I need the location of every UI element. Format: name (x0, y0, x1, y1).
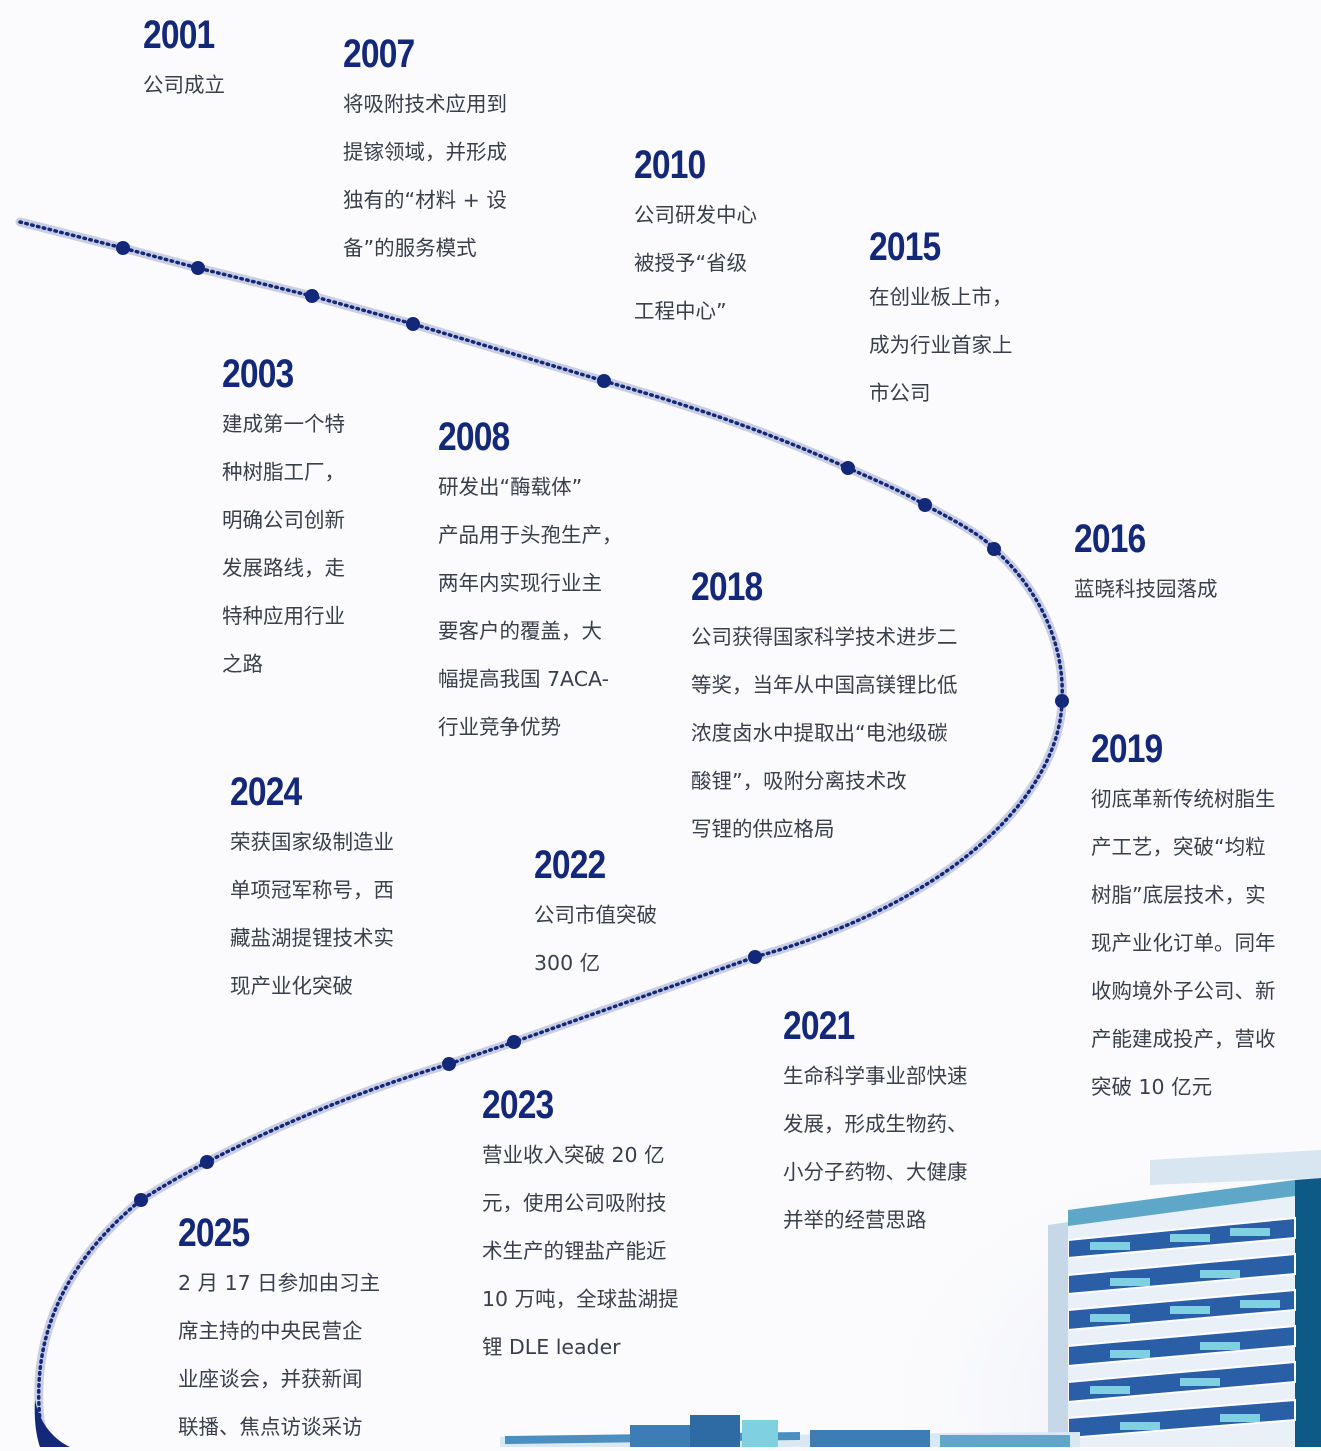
event-description: 彻底革新传统树脂生 产工艺，突破“均粒 树脂”底层技术，实 现产业化订单。同年 … (1091, 787, 1276, 1099)
event-description: 荣获国家级制造业 单项冠军称号，西 藏盐湖提锂技术实 现产业化突破 (230, 830, 394, 998)
event-2023: 2023 营业收入突破 20 亿 元，使用公司吸附技 术生产的锂盐产能近 10 … (482, 1083, 679, 1371)
event-year: 2018 (691, 565, 763, 609)
event-description: 建成第一个特 种树脂工厂， 明确公司创新 发展路线，走 特种应用行业 之路 (222, 412, 345, 676)
event-description: 公司成立 (143, 73, 225, 97)
event-description: 公司市值突破 300 亿 (534, 903, 657, 975)
event-description: 研发出“酶载体” 产品用于头孢生产， 两年内实现行业主 要客户的覆盖，大 幅提高… (438, 475, 623, 739)
event-2018: 2018 公司获得国家科学技术进步二 等奖，当年从中国高镁锂比低 浓度卤水中提取… (691, 565, 958, 853)
event-2024: 2024 荣获国家级制造业 单项冠军称号，西 藏盐湖提锂技术实 现产业化突破 (230, 770, 394, 1010)
event-year: 2001 (143, 13, 215, 57)
event-year: 2022 (534, 843, 606, 887)
event-year: 2021 (783, 1004, 855, 1048)
event-year: 2010 (634, 143, 706, 187)
event-2008: 2008 研发出“酶载体” 产品用于头孢生产， 两年内实现行业主 要客户的覆盖，… (438, 415, 623, 751)
event-description: 在创业板上市， 成为行业首家上 市公司 (869, 285, 1013, 405)
event-2001: 2001 公司成立 (143, 13, 228, 109)
event-year: 2003 (222, 352, 294, 396)
event-description: 蓝晓科技园落成 (1074, 577, 1218, 601)
event-description: 2 月 17 日参加由习主 席主持的中央民营企 业座谈会，并获新闻 联播、焦点访… (178, 1271, 381, 1439)
event-2022: 2022 公司市值突破 300 亿 (534, 843, 657, 987)
event-year: 2023 (482, 1083, 554, 1127)
event-description: 将吸附技术应用到 提镓领域，并形成 独有的“材料 + 设 备”的服务模式 (343, 92, 507, 260)
event-year: 2019 (1091, 727, 1163, 771)
event-year: 2025 (178, 1211, 250, 1255)
event-2019: 2019 彻底革新传统树脂生 产工艺，突破“均粒 树脂”底层技术，实 现产业化订… (1091, 727, 1276, 1111)
event-description: 营业收入突破 20 亿 元，使用公司吸附技 术生产的锂盐产能近 10 万吨，全球… (482, 1143, 679, 1359)
event-year: 2016 (1074, 517, 1146, 561)
event-2021: 2021 生命科学事业部快速 发展，形成生物药、 小分子药物、大健康 并举的经营… (783, 1004, 968, 1244)
event-description: 公司研发中心 被授予“省级 工程中心” (634, 203, 757, 323)
event-2007: 2007 将吸附技术应用到 提镓领域，并形成 独有的“材料 + 设 备”的服务模… (343, 32, 507, 272)
event-year: 2008 (438, 415, 510, 459)
connector-lines (121, 10, 1321, 1447)
event-description: 生命科学事业部快速 发展，形成生物药、 小分子药物、大健康 并举的经营思路 (783, 1064, 968, 1232)
event-year: 2007 (343, 32, 415, 76)
event-2015: 2015 在创业板上市， 成为行业首家上 市公司 (869, 225, 1013, 417)
event-2025: 2025 2 月 17 日参加由习主 席主持的中央民营企 业座谈会，并获新闻 联… (178, 1211, 380, 1451)
building-illustration (500, 1150, 1321, 1447)
event-2010: 2010 公司研发中心 被授予“省级 工程中心” (634, 143, 757, 335)
event-year: 2024 (230, 770, 302, 814)
event-2016: 2016 蓝晓科技园落成 (1074, 517, 1218, 613)
event-year: 2015 (869, 225, 941, 269)
event-2003: 2003 建成第一个特 种树脂工厂， 明确公司创新 发展路线，走 特种应用行业 … (222, 352, 345, 688)
event-description: 公司获得国家科学技术进步二 等奖，当年从中国高镁锂比低 浓度卤水中提取出“电池级… (691, 625, 958, 841)
timeline-nodes (116, 241, 1069, 1207)
